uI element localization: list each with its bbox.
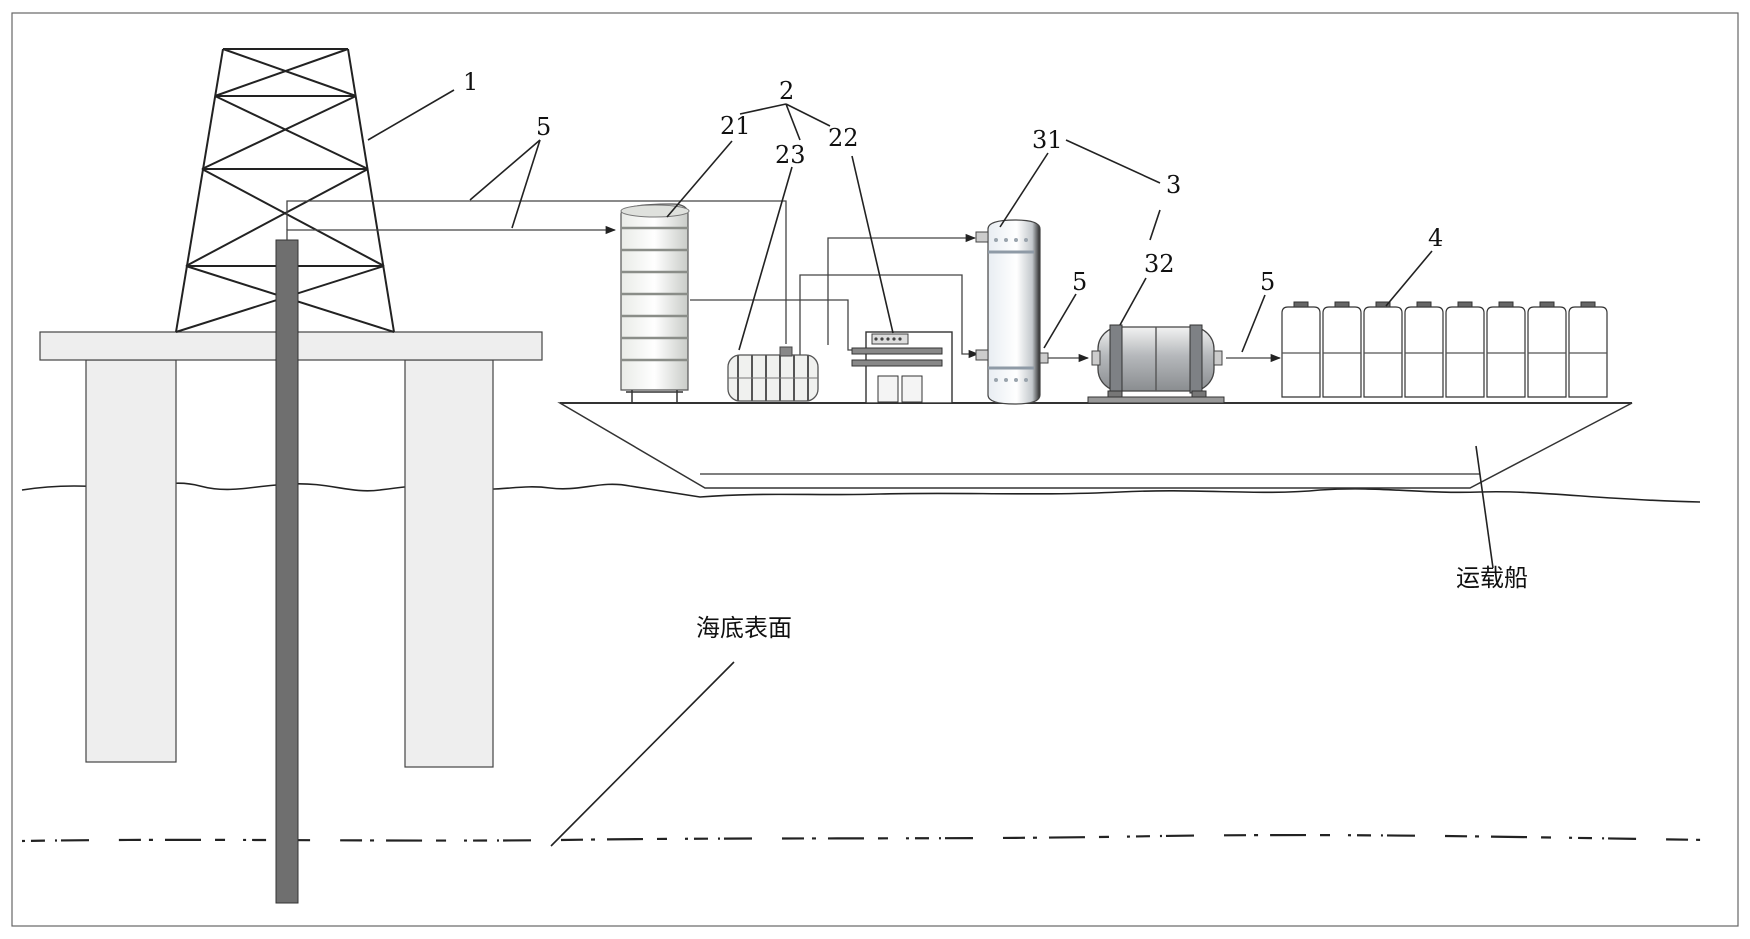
label-23: 23 bbox=[775, 141, 806, 169]
label-32: 32 bbox=[1144, 250, 1175, 278]
pipe-22-loop bbox=[799, 274, 980, 360]
label-31: 31 bbox=[1032, 126, 1063, 154]
pipe-21-to-22 bbox=[690, 299, 860, 351]
storage-tank bbox=[1363, 301, 1403, 398]
label-seabed: 海底表面 bbox=[696, 614, 792, 642]
label-5-column: 5 bbox=[1072, 268, 1087, 296]
label-2: 2 bbox=[779, 77, 794, 105]
frame-border bbox=[11, 12, 1739, 927]
storage-tank bbox=[1322, 301, 1362, 398]
derrick-tower bbox=[175, 48, 395, 333]
storage-tank bbox=[1404, 301, 1444, 398]
offshore-platform bbox=[39, 48, 543, 904]
pipe-to-tank-21 bbox=[286, 225, 617, 240]
tank-21 bbox=[620, 203, 690, 403]
device-22 bbox=[851, 331, 953, 404]
label-21: 21 bbox=[720, 112, 751, 140]
tank-23 bbox=[724, 346, 822, 404]
well-pipe bbox=[275, 239, 299, 904]
platform-leg-left bbox=[85, 359, 177, 763]
storage-tank bbox=[1486, 301, 1526, 398]
pipe-22-to-31 bbox=[827, 233, 977, 345]
leader-lines bbox=[367, 89, 1494, 847]
storage-tank bbox=[1281, 301, 1321, 398]
label-ship: 运载船 bbox=[1456, 564, 1528, 592]
pipe-return-23 bbox=[286, 200, 787, 344]
storage-tank bbox=[1568, 301, 1608, 398]
platform-leg-right bbox=[404, 359, 494, 768]
label-5-platform: 5 bbox=[536, 113, 551, 141]
label-1: 1 bbox=[463, 68, 478, 96]
tank-32 bbox=[1087, 324, 1225, 404]
storage-tank bbox=[1445, 301, 1485, 398]
ship-hull bbox=[557, 402, 1633, 489]
label-4: 4 bbox=[1428, 224, 1443, 252]
storage-tank bbox=[1527, 301, 1567, 398]
sea-surface-line bbox=[21, 482, 1701, 503]
label-5-storage: 5 bbox=[1260, 268, 1275, 296]
column-31 bbox=[975, 219, 1049, 405]
pipelines bbox=[286, 200, 1282, 363]
transport-ship bbox=[557, 402, 1633, 489]
storage-tanks-4 bbox=[1281, 301, 1608, 398]
label-3: 3 bbox=[1166, 171, 1181, 199]
label-22: 22 bbox=[828, 124, 859, 152]
seabed-line bbox=[21, 833, 1711, 843]
